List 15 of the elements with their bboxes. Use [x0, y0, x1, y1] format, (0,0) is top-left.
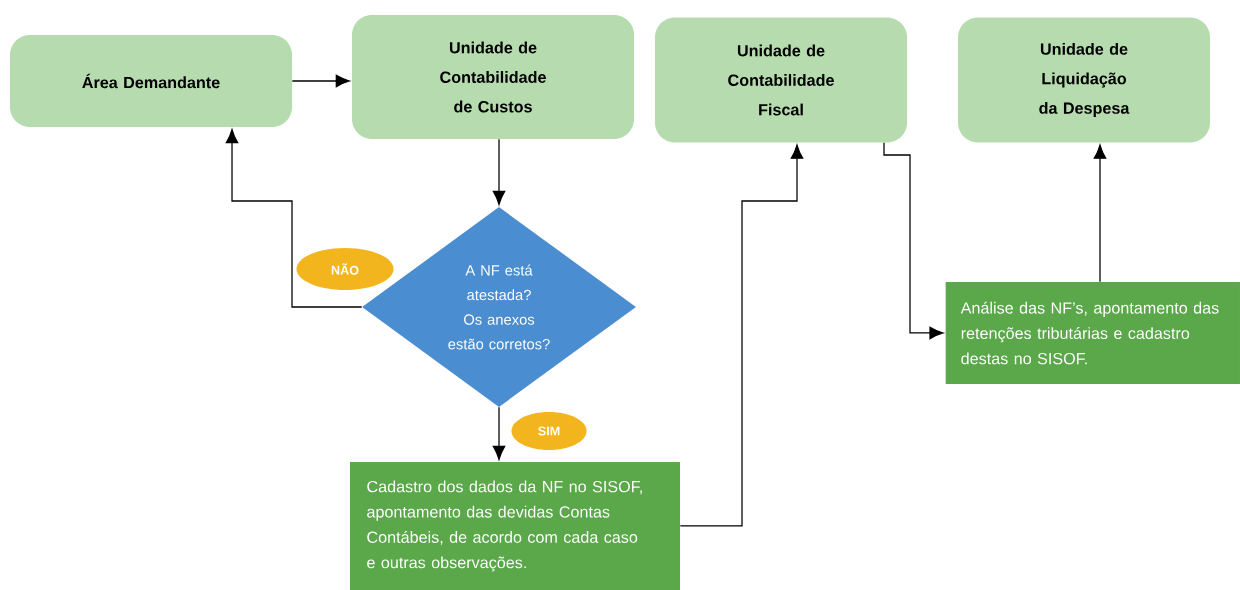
- arrow: [679, 144, 804, 527]
- arrow: [1093, 144, 1107, 283]
- arrow: [225, 128, 363, 308]
- process-box: Área Demandante: [10, 35, 293, 127]
- arrow: [883, 142, 944, 340]
- process-box: Unidade de Contabilidade Fiscal: [655, 17, 908, 143]
- arrow: [492, 406, 506, 460]
- answer-oval: SIM: [511, 412, 587, 450]
- arrow: [492, 138, 506, 205]
- process-box: Unidade de Contabilidade de Custos: [352, 15, 635, 139]
- arrow: [291, 74, 350, 88]
- answer-oval: NÃO: [296, 248, 394, 290]
- process-box: Cadastro dos dados da NF no SISOF, apontamento das devidas Contas Contábeis, de acordo com cada caso e outras observações.: [349, 462, 681, 590]
- process-box: Unidade de Liquidação da Despesa: [957, 17, 1211, 143]
- process-box: Análise das NF’s, apontamento das retenções tributárias e cadastro destas no SISOF.: [945, 282, 1240, 384]
